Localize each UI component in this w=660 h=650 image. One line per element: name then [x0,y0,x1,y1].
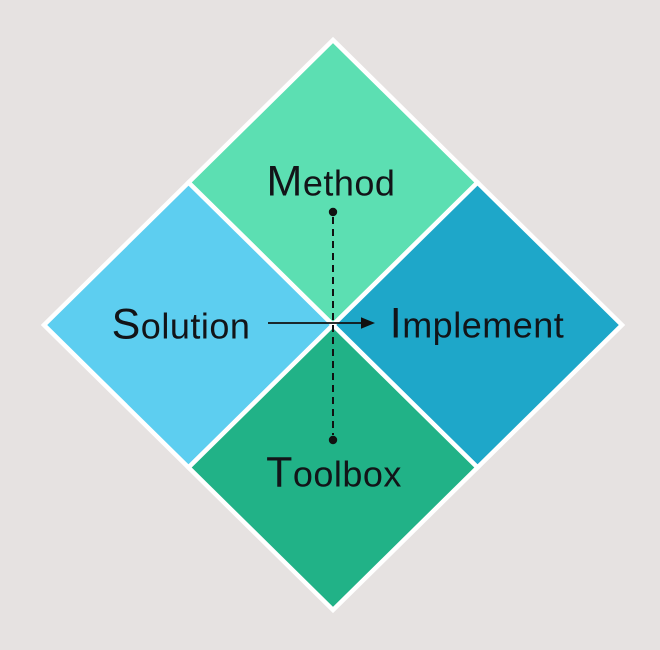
dashed-endpoint-dot-top [328,207,338,217]
implement-label: Implement [389,299,565,348]
solution-label: Solution [111,300,251,349]
method-label: Method [266,157,396,206]
toolbox-label: Toolbox [266,448,402,497]
arrowhead-icon [361,317,375,329]
toolbox-diamond [185,321,481,614]
dashed-endpoint-dot-bottom [328,435,338,445]
